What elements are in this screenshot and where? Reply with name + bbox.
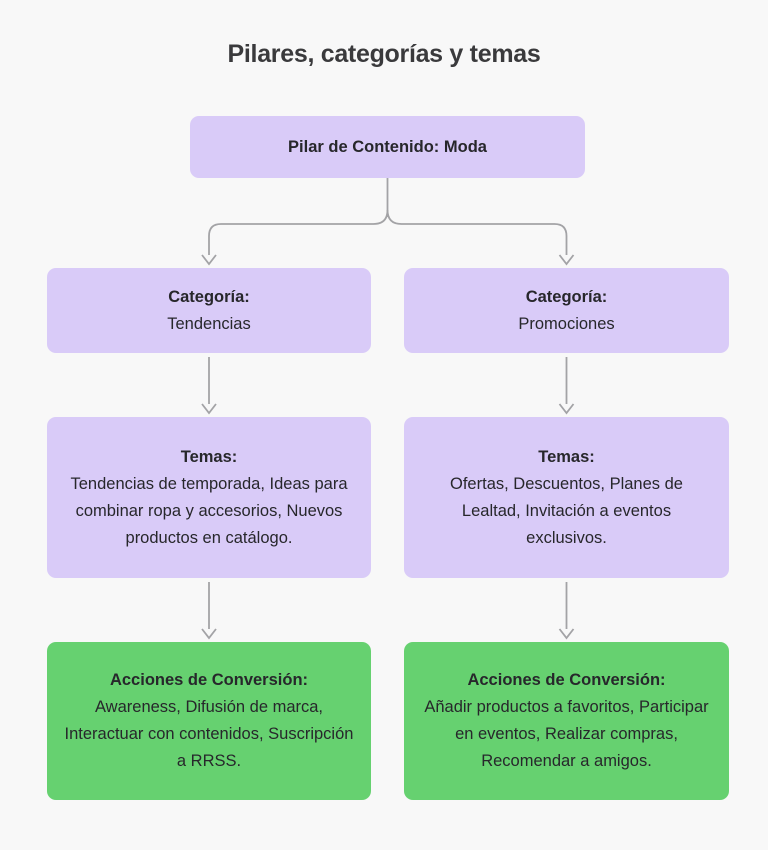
node-temas-promociones: Temas: Ofertas, Descuentos, Planes de Le… bbox=[404, 417, 729, 578]
node-acciones-tendencias: Acciones de Conversión: Awareness, Difus… bbox=[47, 642, 371, 800]
node-categoria-tendencias: Categoría: Tendencias bbox=[47, 268, 371, 353]
arrowhead-right-category bbox=[558, 254, 575, 266]
node-heading: Temas: bbox=[538, 447, 595, 466]
node-acciones-promociones: Acciones de Conversión: Añadir productos… bbox=[404, 642, 729, 800]
arrowhead-right-temas bbox=[558, 403, 575, 415]
arrowhead-right-acciones bbox=[558, 628, 575, 640]
arrowhead-left-category bbox=[201, 254, 217, 266]
node-body: Tendencias de temporada, Ideas para comb… bbox=[70, 474, 348, 547]
node-body: Añadir productos a favoritos, Participar… bbox=[424, 698, 709, 770]
node-body: Promociones bbox=[518, 314, 615, 333]
node-body: Awareness, Difusión de marca, Interactua… bbox=[64, 698, 354, 770]
node-heading: Categoría: bbox=[168, 287, 250, 306]
arrowhead-left-temas bbox=[201, 403, 217, 415]
node-pilar-contenido: Pilar de Contenido: Moda bbox=[190, 116, 585, 178]
node-heading: Acciones de Conversión: bbox=[109, 671, 309, 689]
node-categoria-promociones: Categoría: Promociones bbox=[404, 268, 729, 353]
node-label: Pilar de Contenido: Moda bbox=[288, 137, 487, 156]
page-title: Pilares, categorías y temas bbox=[227, 40, 541, 68]
arrowhead-left-acciones bbox=[201, 628, 217, 640]
node-heading: Categoría: bbox=[525, 287, 608, 306]
node-body: Tendencias bbox=[167, 314, 251, 333]
node-heading: Acciones de Conversión: bbox=[467, 671, 666, 689]
node-heading: Temas: bbox=[180, 447, 238, 466]
connector-root-left-branch bbox=[208, 209, 389, 255]
connector-root-right-branch bbox=[386, 209, 568, 255]
node-temas-tendencias: Temas: Tendencias de temporada, Ideas pa… bbox=[47, 417, 371, 578]
node-body: Ofertas, Descuentos, Planes de Lealtad, … bbox=[450, 474, 683, 547]
